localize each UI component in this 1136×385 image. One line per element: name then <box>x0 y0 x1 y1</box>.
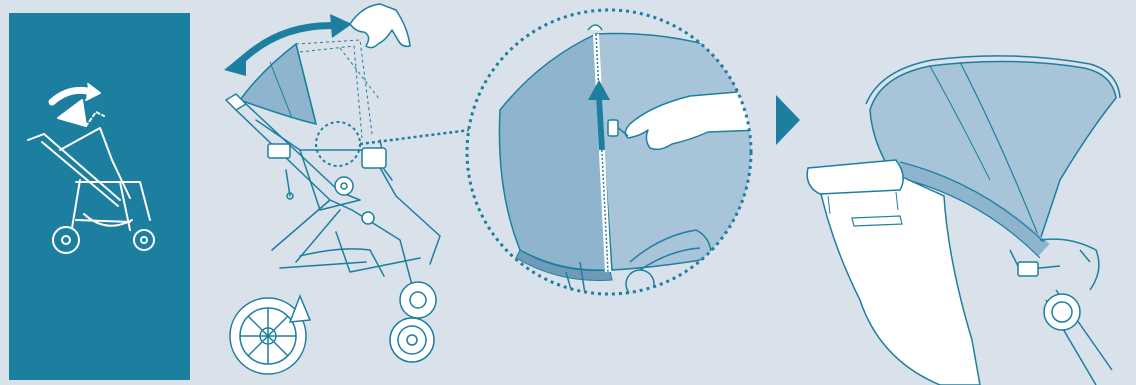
canopy-ghost-outline <box>295 39 381 139</box>
stroller-canopy-adjust-illustration <box>224 3 471 375</box>
canopy-seam <box>959 61 1041 241</box>
icon-panel-background <box>9 13 190 380</box>
canopy-right-panel <box>595 32 751 271</box>
zip-up-arrow-icon <box>588 80 610 151</box>
canopy <box>238 42 318 126</box>
next-step-arrow-icon <box>776 95 800 145</box>
zoom-connector-line <box>359 128 471 146</box>
canopy-hinge <box>587 24 603 31</box>
canopy-left-panel <box>498 32 607 271</box>
hand-icon <box>349 3 411 49</box>
zoom-marker-circle <box>315 121 361 167</box>
canopy-clip <box>1017 261 1039 277</box>
rotate-canopy-arrow-icon <box>224 14 352 76</box>
stroller-recline-icon <box>27 83 155 254</box>
canopy-arm <box>898 162 1050 256</box>
canopy-seam-2 <box>929 65 991 181</box>
seat-pocket <box>851 215 903 227</box>
canopy-hem <box>515 249 613 281</box>
seat-back <box>817 175 981 385</box>
zoom-circle-border <box>465 8 753 296</box>
hand-icon <box>607 89 751 151</box>
zip-track <box>593 33 611 273</box>
bumper-bar <box>806 159 904 195</box>
canopy-extended-result-illustration <box>806 55 1121 385</box>
stroller-frame <box>225 93 441 301</box>
step-1-icon-panel <box>9 13 190 380</box>
canopy-zip-detail-illustration <box>465 8 753 296</box>
canopy-visor <box>865 55 1121 105</box>
stroller-wheels <box>229 281 437 375</box>
